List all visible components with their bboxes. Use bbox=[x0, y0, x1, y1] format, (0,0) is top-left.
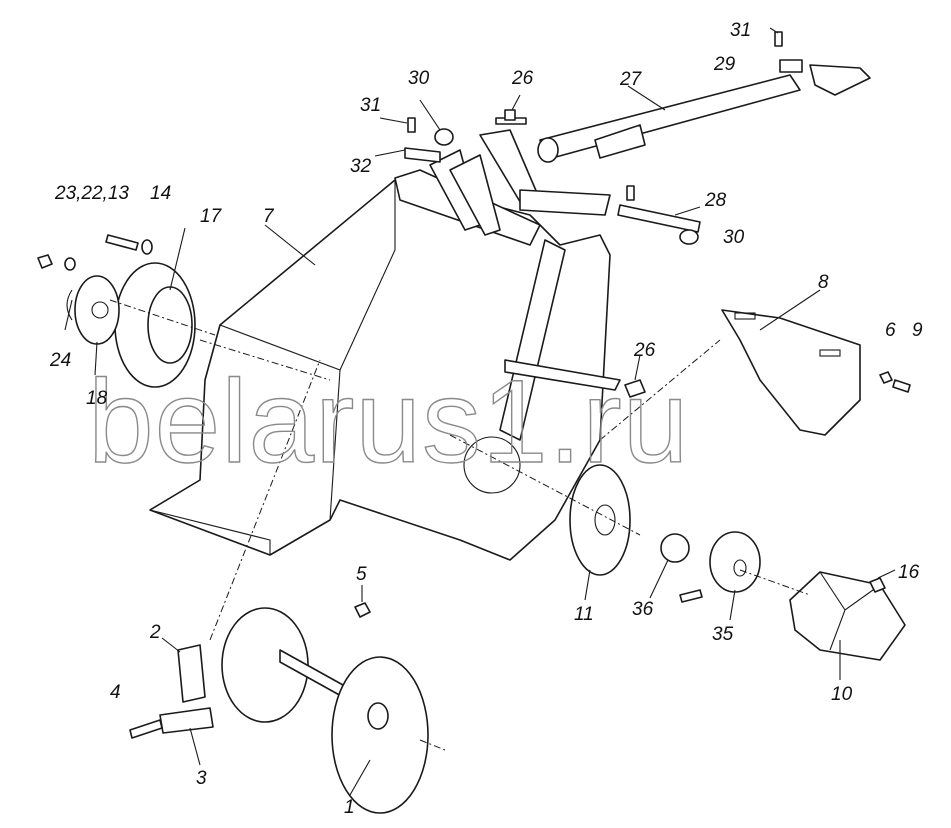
callout-1: 1 bbox=[344, 797, 355, 818]
hydraulic-rod-27 bbox=[537, 31, 871, 163]
callout-17: 17 bbox=[200, 206, 223, 227]
callout-27: 27 bbox=[619, 69, 643, 90]
bearing-flange-17 bbox=[114, 262, 196, 388]
callout-28: 28 bbox=[704, 190, 727, 211]
pin-28 bbox=[617, 185, 701, 245]
callout-7: 7 bbox=[263, 206, 275, 227]
frame-bracket bbox=[429, 129, 621, 441]
small-parts-top-left bbox=[404, 109, 527, 163]
bracket-8 bbox=[721, 309, 911, 436]
plate-11 bbox=[569, 464, 631, 576]
callout-26: 26 bbox=[633, 340, 656, 361]
callout-30: 30 bbox=[408, 68, 430, 89]
callout-31: 31 bbox=[360, 95, 381, 116]
coupling-35 bbox=[709, 531, 761, 593]
bolt-4 bbox=[129, 719, 163, 739]
callout-4: 4 bbox=[110, 682, 121, 703]
callout-32: 32 bbox=[350, 156, 372, 177]
nut-26 bbox=[624, 379, 646, 398]
bar-3 bbox=[159, 707, 214, 734]
callout-8: 8 bbox=[818, 272, 829, 293]
callout-11: 11 bbox=[574, 604, 594, 625]
bearing-cover-18 bbox=[66, 275, 120, 345]
coupling-36 bbox=[660, 533, 703, 603]
nut-5 bbox=[354, 602, 371, 618]
callout-3: 3 bbox=[196, 768, 207, 789]
callout-23-22-13: 23,22,13 bbox=[54, 183, 129, 204]
bolts-13-14-22-23 bbox=[37, 234, 153, 271]
callout-24: 24 bbox=[49, 350, 71, 371]
callout-5: 5 bbox=[356, 564, 367, 585]
callout-30: 30 bbox=[723, 227, 745, 248]
callout-9: 9 bbox=[912, 320, 923, 341]
callout-29: 29 bbox=[713, 54, 736, 75]
callout-35: 35 bbox=[712, 624, 734, 645]
disc-axle-1 bbox=[221, 607, 429, 814]
callout-14: 14 bbox=[150, 183, 171, 204]
callout-6: 6 bbox=[885, 320, 896, 341]
callout-16: 16 bbox=[898, 562, 920, 583]
block-2 bbox=[177, 644, 206, 703]
hydraulic-motor-10 bbox=[789, 571, 906, 661]
callout-18: 18 bbox=[86, 388, 108, 409]
callout-26: 26 bbox=[511, 68, 534, 89]
callout-31: 31 bbox=[730, 20, 751, 41]
callout-10: 10 bbox=[831, 684, 853, 705]
callout-2: 2 bbox=[149, 622, 161, 643]
leader-lines bbox=[64, 27, 896, 796]
callout-36: 36 bbox=[632, 599, 654, 620]
watermark: belarus1.ru bbox=[88, 356, 689, 488]
center-lines bbox=[109, 299, 811, 751]
